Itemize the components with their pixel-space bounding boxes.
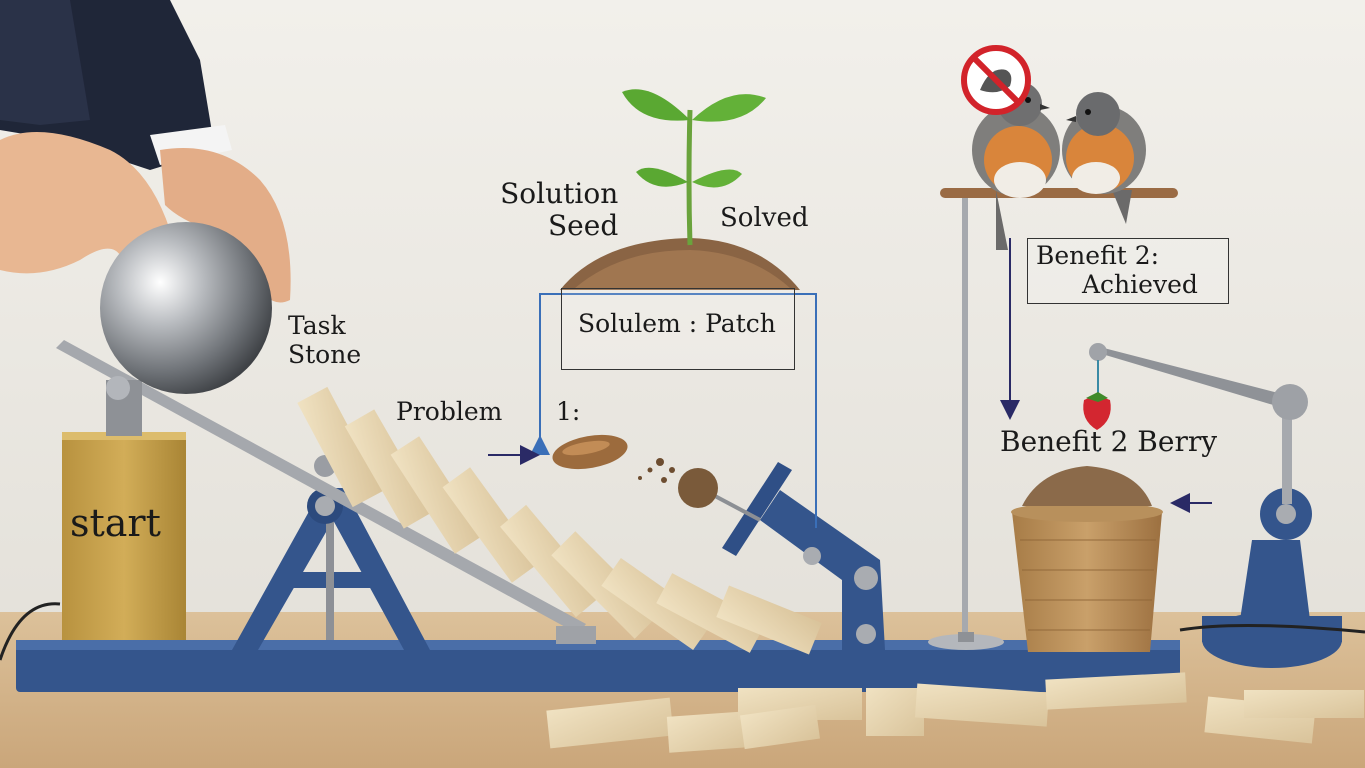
problem-number-label: 1: [556,397,581,426]
benefit2-box [1027,238,1229,304]
loose-blocks [546,672,1364,753]
steel-ball [100,222,272,394]
bird-right [1062,92,1146,224]
catapult [678,462,885,650]
ramp-support [232,455,430,650]
solution-seed-label: Solution Seed [500,177,619,243]
solulem-patch-label: Solulem : Patch [578,309,776,338]
sprout-icon [560,89,800,290]
task-stone-label: Task Stone [288,311,362,370]
dominoes [297,386,822,655]
soil-specks [638,458,675,483]
benefit2-line1: Benefit 2: [1036,241,1160,270]
ramp-rail [56,340,596,644]
soil-clump [678,468,718,508]
benefit2-achieved-label: Benefit 2: Achieved [1036,241,1198,300]
start-block [62,432,186,652]
benefit2-line2: Achieved [1082,269,1198,299]
task-stone-line2: Stone [288,339,362,369]
problem-label: Problem [396,397,503,426]
task-stone-line1: Task [288,311,346,340]
solution-seed-line1: Solution [500,177,619,210]
cable [1179,623,1365,634]
no-bird-icon [961,45,1031,115]
benefit2-berry-label: Benefit 2 Berry [1000,425,1218,458]
solution-seed-line2: Seed [548,209,619,243]
basket [1011,466,1163,652]
strawberry-icon [1083,392,1111,430]
bird-left [972,82,1060,250]
solved-label: Solved [720,203,809,233]
start-label: start [70,501,161,545]
arrow-patch-to-seed [530,293,817,528]
machine-base [16,640,1180,692]
solulem-patch-box [561,288,795,370]
